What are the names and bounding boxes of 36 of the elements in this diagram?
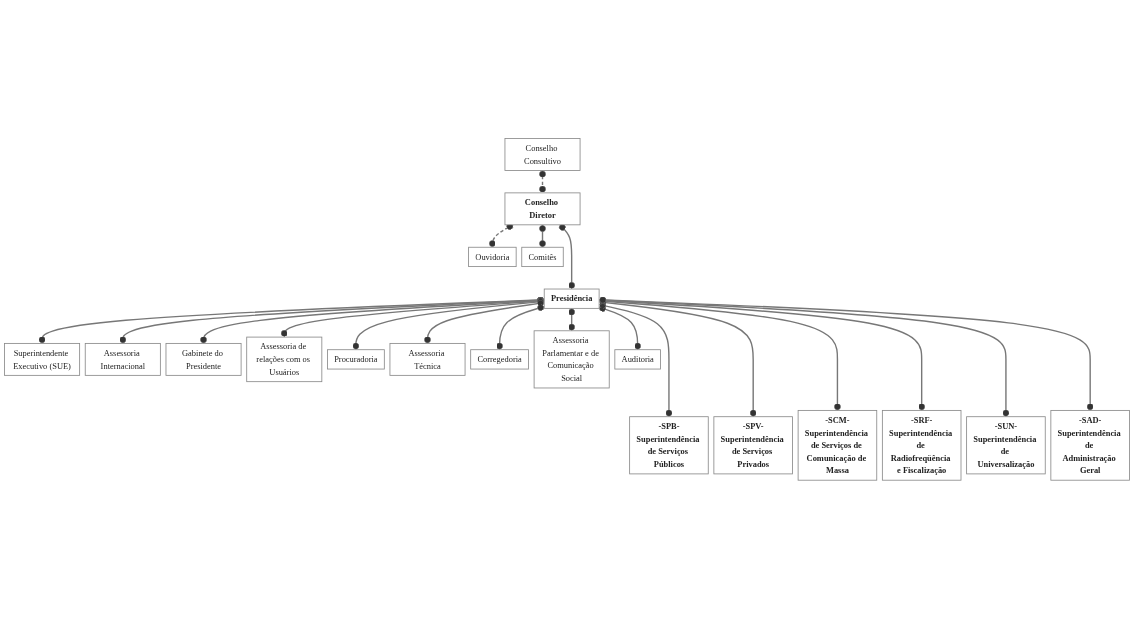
connector	[598, 302, 673, 418]
connector	[598, 296, 1094, 412]
node-box: Assessoria Técnica	[389, 343, 466, 376]
node-box: Gabinete do Presidente	[165, 343, 242, 376]
connector	[280, 297, 545, 338]
node-box: -SCM- Superintendência de Serviços de Comunicação de Massa	[797, 410, 878, 481]
connector	[539, 224, 546, 249]
connector	[200, 297, 545, 345]
connector	[558, 224, 576, 290]
connector	[489, 223, 514, 249]
connector	[598, 299, 757, 418]
node-box: Procuradoria	[327, 349, 385, 370]
node-box: Ouvidoria	[468, 247, 517, 268]
node-box: Presidência	[543, 288, 600, 309]
connector	[119, 296, 545, 345]
node-box: -SAD- Superintendência de Administração Geral	[1050, 410, 1130, 481]
node-box: -SPV- Superintendência de Serviços Privados	[713, 416, 793, 475]
node-box: Assessoria Parlamentar e de Comunicação Social	[533, 330, 610, 389]
connector	[568, 307, 576, 332]
node-box: -SUN- Superintendência de Universalização	[966, 416, 1046, 475]
connector	[496, 304, 545, 351]
node-box: Conselho Consultivo	[504, 138, 581, 171]
node-box: Assessoria de relações com os Usuários	[246, 336, 323, 383]
connector	[38, 296, 545, 345]
node-box: Conselho Diretor	[504, 192, 581, 226]
node-box: -SRF- Superintendência de Radiofreqüência e Fiscalização	[881, 410, 962, 481]
connector	[539, 169, 546, 194]
node-box: Comitês	[521, 247, 564, 268]
node-box: Auditoria	[614, 349, 661, 370]
connector	[598, 305, 642, 351]
node-box: Assessoria Internacional	[84, 343, 161, 376]
node-box: Superintendente Executivo (SUE)	[4, 343, 81, 376]
connector	[424, 299, 545, 345]
node-box: Corregedoria	[470, 349, 529, 370]
connector	[352, 298, 545, 351]
node-box: -SPB- Superintendência de Serviços Públicos	[629, 416, 709, 475]
